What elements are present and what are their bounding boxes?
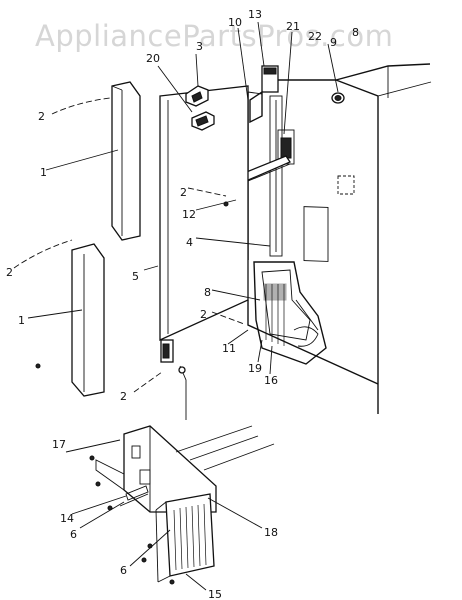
plug-button bbox=[331, 92, 345, 104]
callout-2: 2 bbox=[200, 308, 207, 321]
top-hinge-brackets bbox=[249, 65, 295, 165]
callout-16: 16 bbox=[264, 374, 278, 387]
callout-2: 2 bbox=[6, 266, 13, 279]
callout-19: 19 bbox=[248, 362, 262, 375]
evaporator-cavity bbox=[253, 261, 327, 365]
callout-12: 12 bbox=[182, 208, 196, 221]
callout-8: 8 bbox=[352, 26, 359, 39]
callout-8: 8 bbox=[204, 286, 211, 299]
callout-21: 21 bbox=[286, 20, 300, 33]
callout-1: 1 bbox=[40, 166, 47, 179]
callout-2: 2 bbox=[38, 110, 45, 123]
air-duct-strip bbox=[269, 95, 283, 257]
callout-6: 6 bbox=[120, 564, 127, 577]
watermark-text: AppliancePartsPros.com bbox=[35, 19, 393, 53]
callout-6: 6 bbox=[70, 528, 77, 541]
cabinet-side-panel bbox=[303, 63, 432, 414]
callout-22: 22 bbox=[308, 30, 322, 43]
assembly-guide-lines bbox=[175, 425, 275, 471]
callout-14: 14 bbox=[60, 512, 74, 525]
drain-hose bbox=[119, 485, 149, 507]
drain-tray-assembly bbox=[95, 425, 217, 513]
callout-1: 1 bbox=[18, 314, 25, 327]
callout-15: 15 bbox=[208, 588, 222, 600]
callout-2: 2 bbox=[120, 390, 127, 403]
callout-9: 9 bbox=[330, 36, 337, 49]
callout-3: 3 bbox=[196, 40, 203, 53]
leader-lines bbox=[13, 21, 339, 591]
center-divider-panel bbox=[159, 85, 249, 420]
callout-10: 10 bbox=[228, 16, 242, 29]
lower-trim-panel bbox=[71, 243, 105, 397]
callout-18: 18 bbox=[264, 526, 278, 539]
callout-2: 2 bbox=[180, 186, 187, 199]
callout-5: 5 bbox=[132, 270, 139, 283]
callout-13: 13 bbox=[248, 8, 262, 21]
inner-liner bbox=[247, 79, 379, 385]
callout-4: 4 bbox=[186, 236, 193, 249]
callout-labels: 2 1 2 1 5 2 12 4 8 2 11 19 16 2 13 10 21… bbox=[6, 8, 359, 600]
bracket-part-20 bbox=[191, 111, 215, 131]
vent-grille bbox=[155, 493, 215, 583]
callout-11: 11 bbox=[222, 342, 236, 355]
bracket-part-3 bbox=[185, 85, 209, 107]
callout-20: 20 bbox=[146, 52, 160, 65]
callout-17: 17 bbox=[52, 438, 66, 451]
upper-trim-panel bbox=[111, 81, 141, 241]
